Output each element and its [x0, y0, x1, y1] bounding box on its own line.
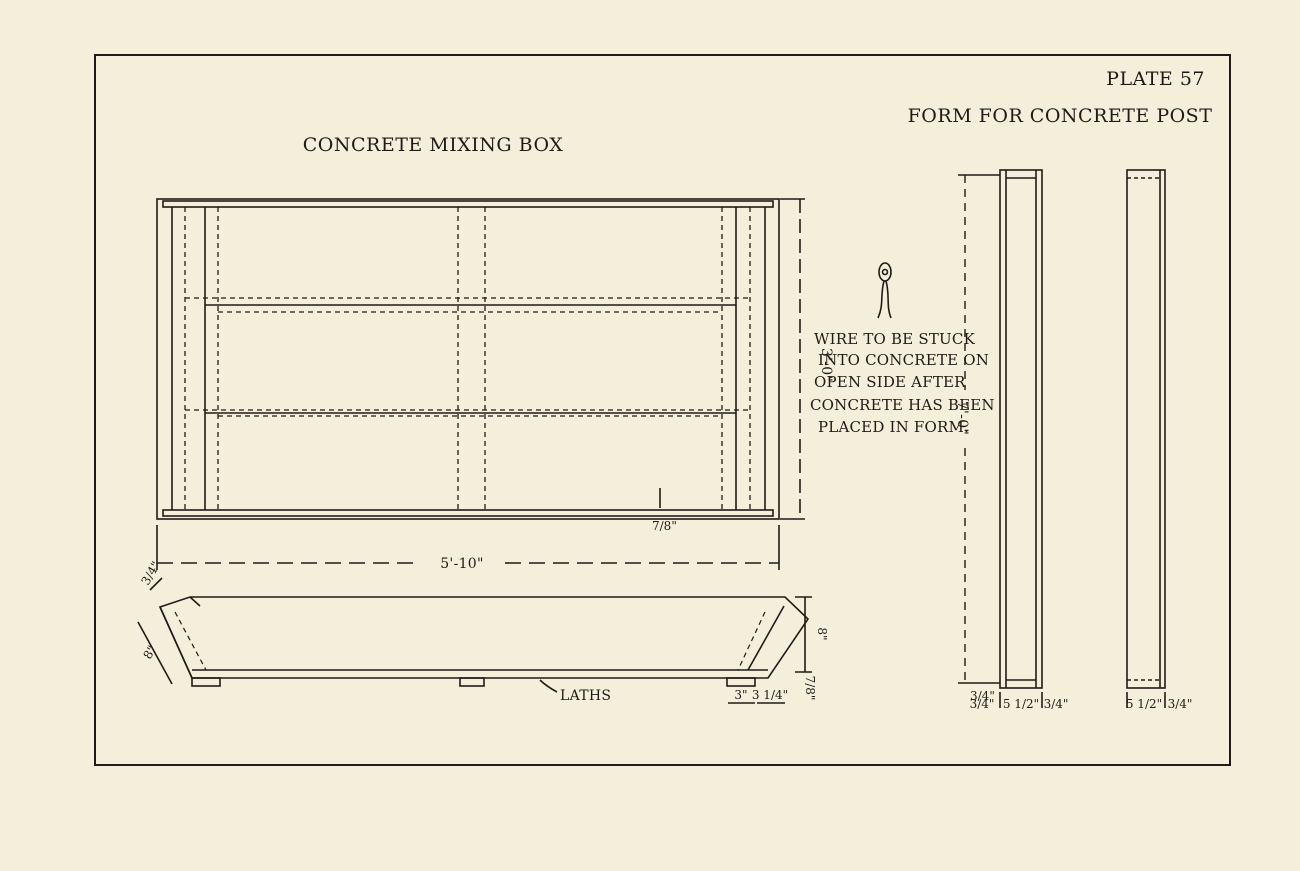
post-form-title: FORM FOR CONCRETE POST: [908, 105, 1213, 127]
base-b-dim: 3 1/4": [752, 688, 788, 702]
side-dim-thick: 3/4": [1168, 697, 1193, 711]
length-dim: 5'-10": [440, 556, 484, 572]
wire-note-line-5: PLACED IN FORM.: [818, 418, 969, 436]
wire-note-line-3: OPEN SIDE AFTER: [814, 373, 966, 391]
post-form-side: [1126, 169, 1166, 708]
front-dim-right: 3/4": [1044, 697, 1069, 711]
front-dim-left: 3/4": [970, 697, 995, 711]
end-side-dim: 8": [140, 643, 159, 661]
wire-note-line-2: INTO CONCRETE ON: [818, 351, 989, 369]
side-dim-width: 5 1/2": [1126, 697, 1162, 711]
mixing-box-elevation: [137, 577, 812, 704]
plate-number: PLATE 57: [1106, 68, 1205, 90]
width-dim: 3'-0": [818, 348, 834, 382]
post-height-dim: 7'-0": [954, 401, 970, 435]
front-dim-center: 5 1/2": [1003, 697, 1039, 711]
wire-loop-icon: [877, 262, 892, 319]
base-a-dim: 3": [734, 688, 747, 702]
mixing-box-plan: CONCRETE MIXING BOX: [156, 134, 805, 570]
wire-note-line-1: WIRE TO BE STUCK: [814, 330, 976, 348]
front-dim-top: 3/4": [970, 689, 995, 703]
depth-dim: 8": [815, 627, 829, 640]
mixing-box-title: CONCRETE MIXING BOX: [303, 134, 563, 156]
post-height-dimension: [958, 174, 1000, 684]
bottom-gap-dim: 7/8": [652, 519, 677, 533]
post-form-front: [999, 169, 1043, 708]
laths-label: LATHS: [560, 688, 611, 704]
plate-border: [94, 54, 1231, 766]
lath-gap-dim: 7/8": [803, 676, 817, 701]
wire-note-line-4: CONCRETE HAS BEEN: [810, 396, 995, 414]
